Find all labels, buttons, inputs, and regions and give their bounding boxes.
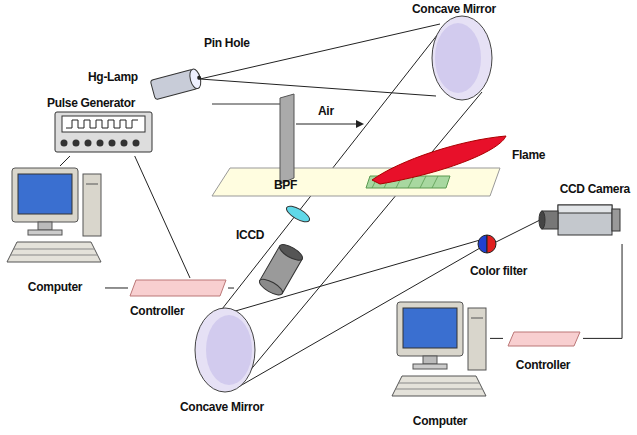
color-filter (478, 235, 496, 253)
keyboard (7, 242, 101, 262)
hatch-line (420, 176, 426, 188)
burner-plate (212, 168, 500, 196)
device-label-box: Controller (503, 330, 583, 372)
device-label: CCD Camera (560, 182, 630, 196)
device-label: Computer (413, 414, 467, 428)
knob (73, 140, 80, 147)
concave-mirror (195, 308, 255, 392)
knob (133, 140, 140, 147)
hg-lamp (150, 68, 203, 100)
mirror-rim (195, 308, 255, 392)
device-display (62, 116, 145, 132)
device-label-box: CCD Camera (538, 182, 632, 244)
arrow-head (356, 120, 364, 128)
knob (109, 140, 116, 147)
tower (468, 308, 486, 370)
knob (97, 140, 104, 147)
tower (83, 174, 101, 236)
part-label: Color filter (470, 264, 527, 278)
keyboard (392, 376, 486, 396)
concave-mirror (432, 16, 492, 100)
key-row (396, 389, 483, 390)
signal-cable (228, 288, 234, 289)
part-label: BPF (274, 178, 297, 192)
pin-hole (197, 75, 202, 80)
duct-line (212, 104, 280, 105)
iccd-lens (277, 242, 305, 264)
light-ray (238, 92, 482, 385)
drive-slot (471, 318, 483, 319)
device-label-box: Computer (5, 166, 105, 294)
lamp-front (188, 68, 203, 90)
device-body (55, 112, 152, 152)
camera-top (558, 205, 612, 213)
device-label-box: Controller (128, 278, 228, 318)
key-row (399, 383, 480, 384)
computer-icon (7, 168, 101, 262)
device-label: Controller (516, 358, 570, 372)
key-row (11, 255, 98, 256)
knob (85, 140, 92, 147)
monitor-stand (423, 356, 437, 364)
key-row (14, 249, 95, 250)
iccd-back (257, 276, 285, 298)
device-label: Computer (28, 280, 82, 294)
mirror-face (206, 315, 252, 385)
light-ray (200, 24, 440, 79)
camera-back (612, 209, 620, 231)
signal-cable (135, 156, 190, 278)
controller-box (508, 332, 580, 346)
part-label: Concave Mirror (412, 2, 496, 16)
monitor-base (413, 364, 447, 369)
signal-cable (105, 287, 128, 288)
air-wall (280, 94, 294, 184)
monitor-stand (38, 222, 52, 230)
air-arrow (296, 120, 364, 128)
device-label: Controller (130, 304, 184, 318)
signal-cable (60, 156, 70, 166)
camera-body (558, 205, 612, 235)
computer-icon (392, 302, 486, 396)
filter-red-half (487, 235, 496, 253)
device-label-box: Pulse Generator (45, 96, 160, 156)
screen (403, 308, 457, 348)
part-label: Hg-Lamp (88, 70, 138, 84)
knob (61, 140, 68, 147)
pulse-generator-device (55, 112, 152, 152)
device-label-box: Computer (390, 300, 490, 428)
signal-cable (490, 338, 503, 339)
screen (18, 174, 72, 214)
monitor (12, 168, 78, 222)
ccd-camera (539, 205, 620, 235)
knob (121, 140, 128, 147)
mirror-face (435, 23, 481, 93)
light-ray (232, 240, 480, 312)
band-pass-filter (284, 203, 312, 225)
hatch-line (432, 176, 438, 188)
arrow-shaft (296, 124, 356, 125)
iccd-camera (257, 242, 305, 298)
part-label: Air (318, 104, 334, 118)
pulse-wave (66, 120, 138, 128)
lens-front (539, 211, 545, 229)
part-label: Pin Hole (204, 36, 250, 50)
device-label: Pulse Generator (47, 96, 135, 110)
controller-box (130, 280, 226, 296)
drive-slot (86, 184, 98, 185)
monitor-base (28, 230, 62, 235)
filter-blue-half (478, 235, 487, 253)
part-label: Flame (512, 148, 545, 162)
flame-shape (372, 136, 506, 184)
device-label-box: ICCD (234, 228, 306, 295)
signal-cable (583, 244, 622, 338)
part-label: Concave Mirror (180, 400, 264, 414)
mirror-rim (432, 16, 492, 100)
light-ray (496, 220, 540, 242)
device-label: ICCD (236, 228, 264, 242)
monitor (397, 302, 463, 356)
